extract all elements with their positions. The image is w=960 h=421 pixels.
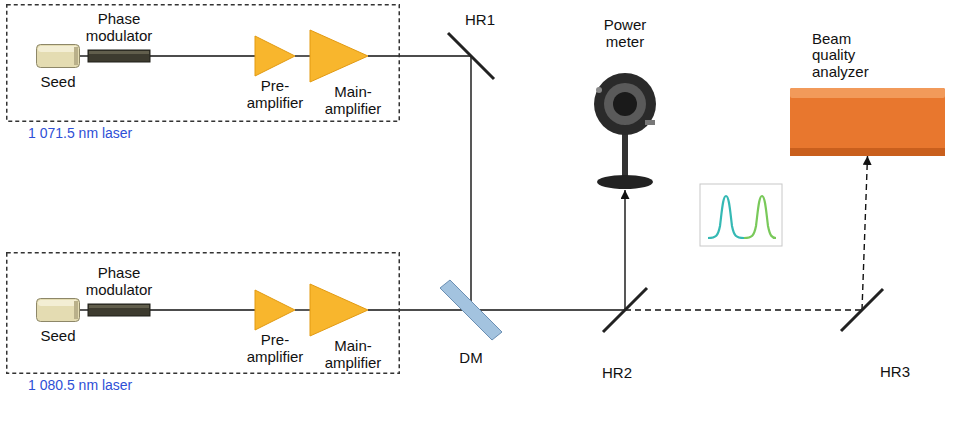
seed-laser-shape [36,298,80,322]
spectrum-peak [708,196,744,238]
phase-modulator: Phase modulator [88,304,150,316]
laser-label: 1 080.5 nm laser [28,378,132,393]
spectrum-peak [744,196,776,238]
component-label: Pre- amplifier [240,332,310,365]
beam-path [295,55,310,56]
main-amplifier-shape [310,284,368,336]
pre-amplifier-shape [255,36,295,76]
dichroic-mirror-shape [440,280,502,340]
power-meter-shape [585,70,665,190]
dichroic-mirror: DM [440,280,502,340]
component-label: Seed [40,328,75,345]
beam-path [471,309,625,310]
laser-module: 1 080.5 nm laserSeedPhase modulatorPre- … [6,252,400,374]
component-label: Main- amplifier [317,338,389,371]
beam-analyzer: Beam quality analyzer [790,88,945,156]
phase-modulator-shape [88,304,150,316]
beam-path [150,309,255,310]
main-amplifier: Main- amplifier [310,30,368,82]
beam-analyzer-shape [790,88,945,156]
pre-amplifier-shape [255,290,295,330]
beam-path [295,309,310,310]
component-label: Beam quality analyzer [812,31,884,81]
beam-path [862,156,868,310]
pre-amplifier: Pre- amplifier [255,290,295,330]
component-label: Phase modulator [77,265,161,298]
mirror: HR2 [600,285,650,335]
laser-module: 1 071.5 nm laserSeedPhase modulatorPre- … [6,4,400,122]
laser-label: 1 071.5 nm laser [28,126,132,141]
seed-laser-shape [36,44,80,68]
power-meter: Power meter [585,70,665,190]
beam-path [625,309,862,310]
component-label: Phase modulator [77,11,161,44]
component-label: HR3 [880,364,910,381]
seed-laser: Seed [36,44,80,68]
beam-path [80,309,88,310]
component-label: HR2 [602,365,632,382]
phase-modulator: Phase modulator [88,50,150,62]
beam-path [624,190,625,310]
beam-path [80,55,88,56]
component-label: Pre- amplifier [240,78,310,111]
mirror-shape [838,286,886,334]
pre-amplifier: Pre- amplifier [255,36,295,76]
mirror-shape [445,30,497,82]
inset-frame [700,184,782,246]
phase-modulator-shape [88,50,150,62]
beam-path [470,56,471,310]
mirror-shape [600,285,650,335]
main-amplifier: Main- amplifier [310,284,368,336]
component-label: Main- amplifier [317,84,389,117]
beam-path [150,55,255,56]
component-label: HR1 [465,12,495,29]
mirror: HR3 [838,286,886,334]
component-label: Seed [40,74,75,91]
seed-laser: Seed [36,298,80,322]
component-label: DM [459,350,482,367]
beam-path [368,309,471,310]
beam-path [368,55,471,56]
component-label: Power meter [595,17,655,50]
main-amplifier-shape [310,30,368,82]
mirror: HR1 [445,30,497,82]
